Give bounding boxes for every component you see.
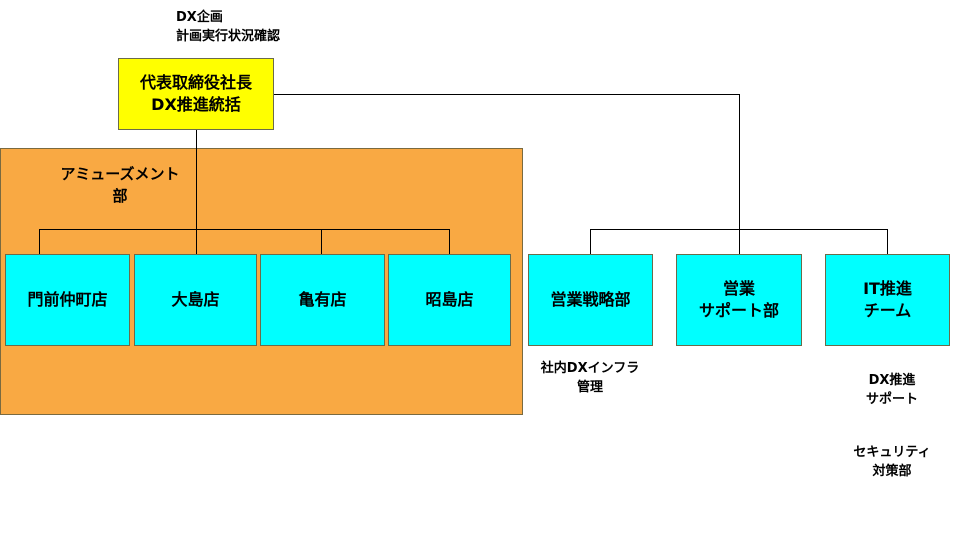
department-box: 営業戦略部 — [528, 254, 653, 346]
department-note: セキュリティ 対策部 — [853, 445, 931, 479]
ceo-box: 代表取締役社長 DX推進統括 — [118, 58, 274, 130]
store-box: 門前仲町店 — [5, 254, 130, 346]
department-box: 営業 サポート部 — [676, 254, 802, 346]
store-box: 亀有店 — [260, 254, 385, 346]
top-note: DX企画 計画実行状況確認 — [176, 10, 281, 44]
store-box: 昭島店 — [388, 254, 511, 346]
division-label: アミューズメント 部 — [60, 165, 180, 205]
department-note: DX推進 サポート — [865, 373, 918, 407]
store-box: 大島店 — [134, 254, 257, 346]
department-box: IT推進 チーム — [825, 254, 950, 346]
department-note: 社内DXインフラ 管理 — [540, 361, 640, 395]
